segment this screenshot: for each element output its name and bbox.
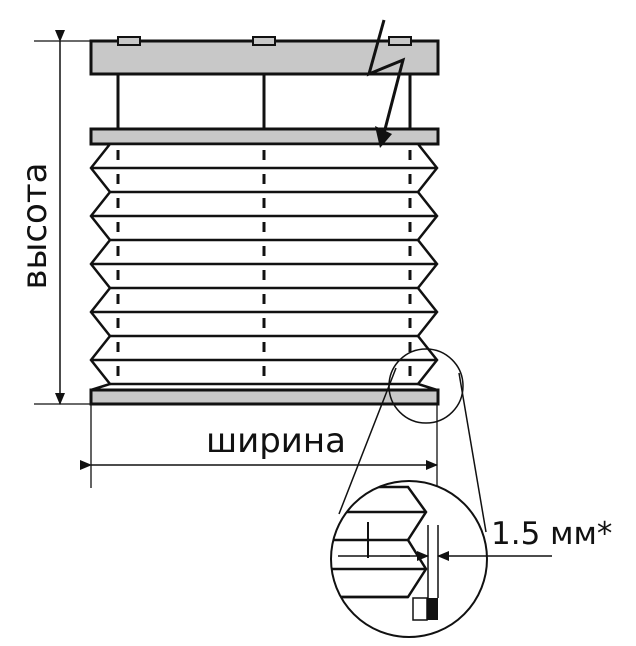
mounting-clip bbox=[117, 36, 141, 46]
mounting-clip bbox=[388, 36, 412, 46]
callout-leader-lines bbox=[338, 367, 487, 533]
width-label: ширина bbox=[206, 421, 346, 461]
bottom-profile-bar bbox=[89, 388, 440, 406]
bottom-bar-detail bbox=[427, 598, 438, 620]
lightning-bolt-icon bbox=[366, 19, 406, 148]
mounting-clip bbox=[252, 36, 276, 46]
gap-label: 1.5 мм* bbox=[491, 516, 612, 552]
zoom-detail-content bbox=[331, 485, 439, 621]
guide-cords-dashed bbox=[116, 150, 412, 390]
support-cords bbox=[116, 74, 412, 129]
height-label: высота bbox=[15, 162, 55, 289]
zoom-detail-circle bbox=[330, 480, 488, 638]
pleated-fabric bbox=[89, 142, 439, 392]
